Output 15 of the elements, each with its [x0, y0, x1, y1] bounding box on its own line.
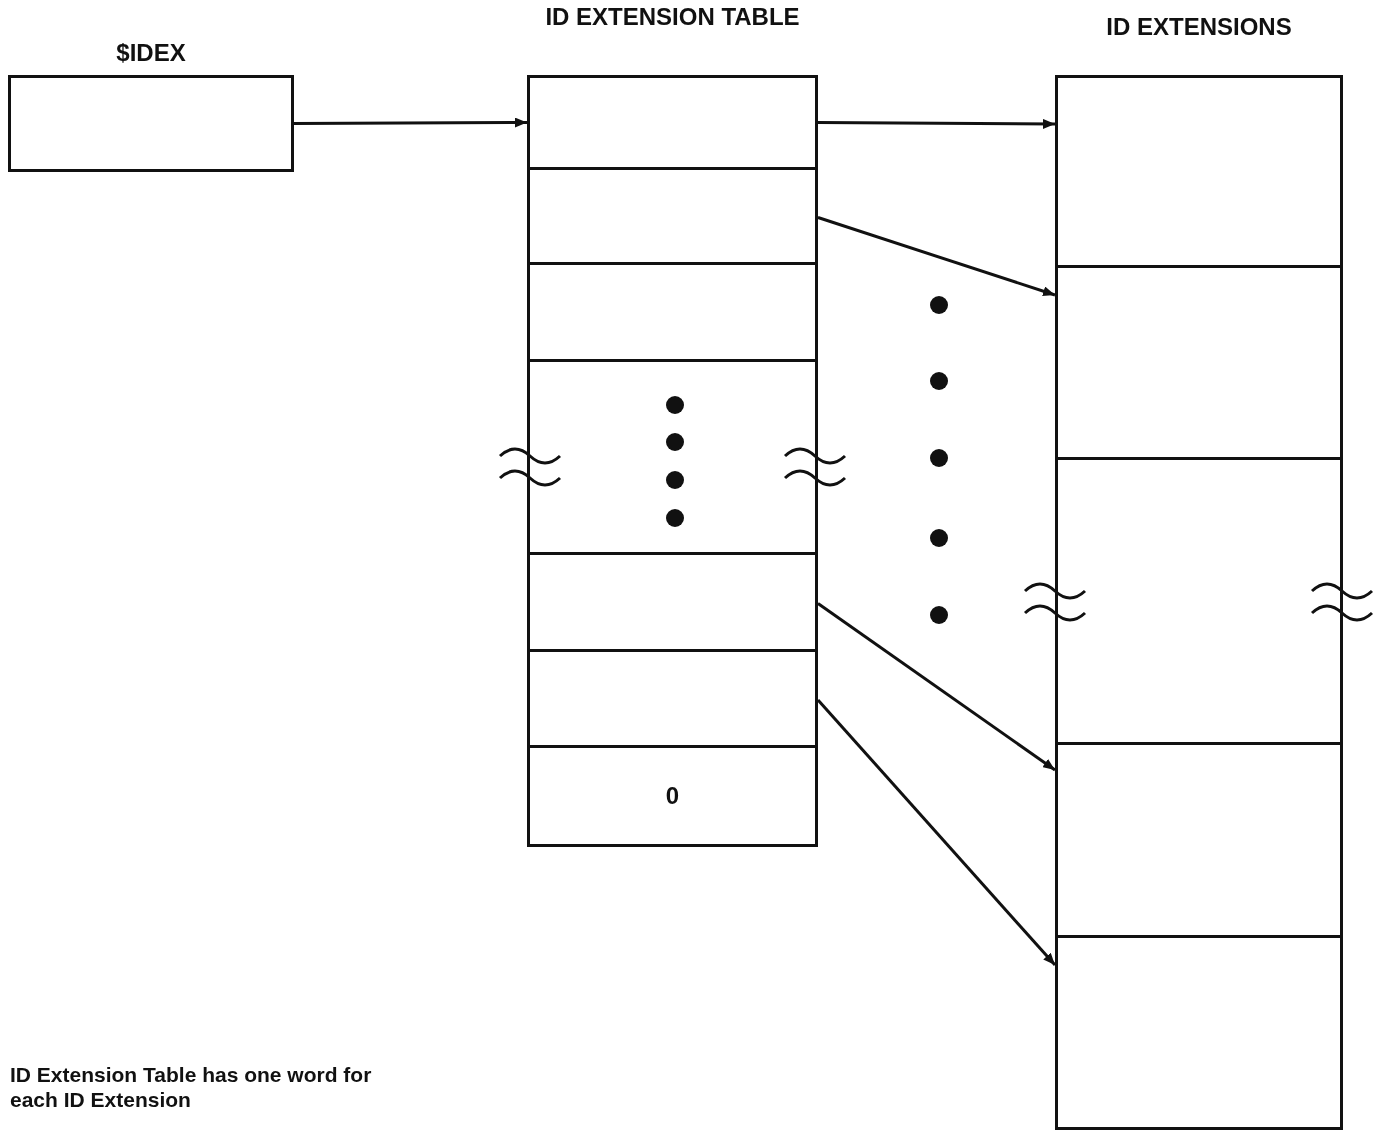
- column-heading: ID EXTENSIONS: [1105, 14, 1293, 41]
- arrow: [817, 216, 1056, 297]
- memory-word: [530, 75, 815, 170]
- memory-column: [527, 75, 818, 847]
- arrow: [818, 118, 1055, 129]
- arrow: [816, 699, 1057, 966]
- memory-column: [1055, 75, 1343, 1130]
- arrow: [817, 602, 1056, 772]
- memory-word: [1058, 75, 1340, 268]
- arrow: [294, 117, 527, 128]
- cell-value: 0: [665, 782, 680, 810]
- note-text: ID Extension Table has one word for each ID Extension: [10, 1062, 373, 1113]
- pointer-box: [8, 75, 294, 172]
- column-heading: $IDEX: [115, 40, 187, 67]
- column-heading: ID EXTENSION TABLE: [544, 4, 801, 31]
